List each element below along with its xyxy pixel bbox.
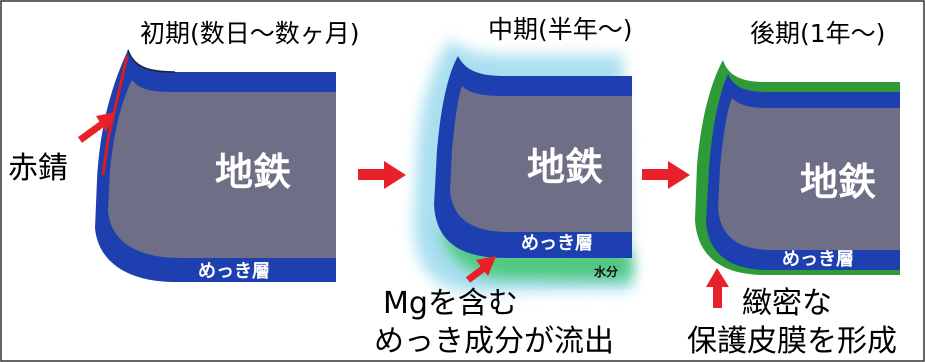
stage-2-base-steel [450,86,632,232]
stage-1-base-steel [108,80,336,258]
stage-1-red-rust [101,55,129,176]
stage-3-plating-label: めっき層 [782,249,854,270]
stage-2-title: 中期(半年〜) [488,15,633,44]
stage-2-base-label: 地鉄 [527,145,603,189]
rust-label: 赤錆 [8,151,68,186]
stage-3-callout-line-2: 保護皮膜を形成 [687,324,897,359]
stage-1-edge-outline [127,49,176,73]
stage-1-plating-label: めっき層 [198,261,270,282]
transition-arrow-1 [358,161,406,189]
stage-1-base-label: 地鉄 [215,150,291,194]
stage-1-panel: 初期(数日〜数ヶ月) 地鉄 めっき層 [95,19,360,282]
stage-2-plating-label: めっき層 [521,233,593,254]
stage-3-base-steel [718,98,900,250]
runoff-pointer-arrow [465,256,496,283]
stage-3-callout-line-1: 緻密な [742,286,832,321]
stage-3-base-label: 地鉄 [800,160,876,204]
stage-3-panel: 後期(1年〜) 地鉄 めっき層 [695,19,900,275]
stage-2-moisture-label: 水分 [594,264,618,279]
stage-2-callout-line-1: Mgを含む [383,286,518,321]
stage-1-title: 初期(数日〜数ヶ月) [140,19,360,48]
stage-2-panel: 中期(半年〜) 地鉄 めっき層 水分 [413,15,633,292]
transition-arrow-2 [642,161,690,189]
stage-2-callout-line-2: めっき成分が流出 [374,324,614,359]
film-pointer-arrow [706,268,729,308]
stage-3-title: 後期(1年〜) [750,19,885,48]
rust-pointer-arrow [77,112,116,143]
